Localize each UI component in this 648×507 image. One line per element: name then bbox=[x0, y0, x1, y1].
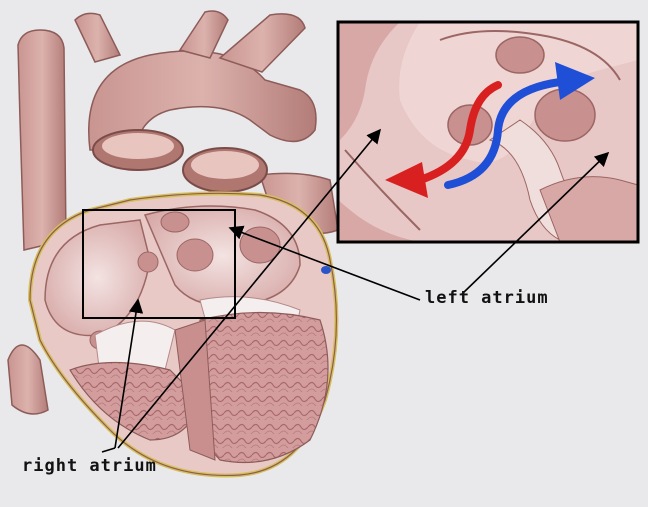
septum bbox=[174, 319, 216, 461]
red-flow-arrow bbox=[416, 81, 502, 184]
right-atrium-chamber bbox=[44, 219, 151, 337]
aorta-branch-2 bbox=[178, 10, 229, 59]
left-atrium-pointer-inset bbox=[461, 151, 610, 295]
aorta-branch-3 bbox=[218, 13, 306, 73]
inset-panel bbox=[336, 20, 640, 244]
right-atrium-pointer-main bbox=[114, 298, 144, 449]
aorta-branch-1 bbox=[74, 12, 122, 63]
zoom-region-box bbox=[82, 209, 236, 319]
superior-vena-cava bbox=[17, 29, 67, 251]
inferior-vena-cava bbox=[7, 344, 49, 415]
blue-flow-arrow bbox=[444, 78, 564, 189]
right-atrium-label: right atrium bbox=[22, 456, 157, 476]
left-atrium-pointer-main bbox=[228, 225, 421, 301]
right-ventricle-muscle bbox=[69, 361, 201, 441]
left-ventricle-muscle bbox=[196, 311, 329, 464]
aorta-arch bbox=[88, 50, 317, 151]
right-atrium-pointer-inset bbox=[117, 128, 382, 449]
right-atrium-pointer-base bbox=[101, 447, 116, 453]
left-atrium-label: left atrium bbox=[425, 288, 549, 308]
coronary-vessel-dot bbox=[321, 266, 331, 274]
